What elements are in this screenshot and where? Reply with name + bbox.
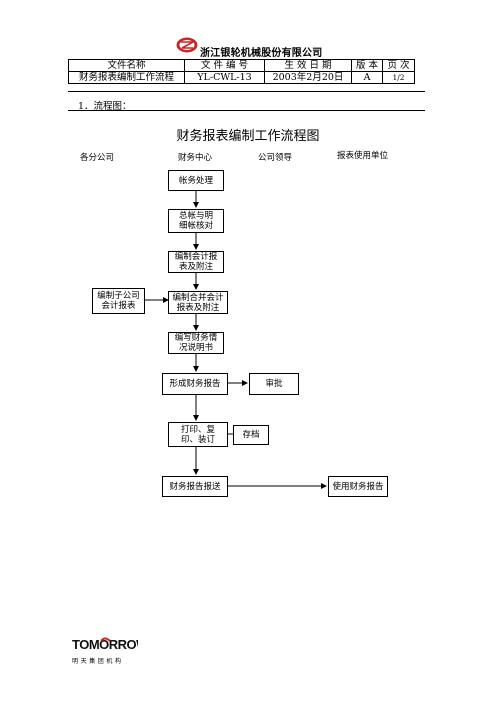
node-form-financial-report: 形成财务报告 (162, 373, 228, 395)
node-label: 表及附注 (178, 262, 213, 272)
footer-logo: TOMORROW 明天集团机构 (72, 636, 150, 665)
node-use-financial-report: 使用财务报告 (328, 476, 388, 497)
footer-brand: TOMORROW (72, 637, 138, 651)
section-label: 1．流程图： (78, 101, 132, 112)
node-submit-financial-report: 财务报告报送 (162, 476, 228, 497)
node-label: 印、装订 (180, 434, 215, 445)
node-prepare-accounting-statements: 编制会计报 表及附注 (168, 251, 224, 273)
section-divider (68, 110, 425, 111)
column-branch-companies: 各分公司 (80, 153, 115, 163)
node-label: 编写财务情 (174, 333, 218, 343)
node-label: 总帐与明 (178, 211, 213, 221)
column-finance-center: 财务中心 (178, 153, 213, 163)
document-header-table: 文件名称 文 件 编 号 生 效 日 期 版 本 页 次 财务报表编制工作流程 … (68, 59, 415, 84)
node-ledger-reconciliation: 总帐与明 细帐核对 (168, 209, 224, 233)
node-label: 使用财务报告 (332, 481, 384, 492)
flowchart-title: 财务报表编制工作流程图 (176, 129, 320, 144)
node-approval: 审批 (249, 373, 299, 395)
node-consolidated-statements: 编制合并会计 报表及附注 (168, 291, 228, 314)
footer-slogan: 明天集团机构 (72, 658, 124, 665)
node-label: 细帐核对 (178, 221, 213, 231)
value-cell: 1/2 (382, 71, 415, 84)
node-label: 编制会计报 (174, 252, 218, 262)
node-label: 会计报表 (101, 301, 136, 311)
company-name: 浙江银轮机械股份有限公司 (200, 48, 323, 59)
node-label: 形成财务报告 (169, 379, 221, 389)
node-account-processing: 帐务处理 (168, 170, 224, 191)
node-label: 审批 (265, 379, 283, 389)
node-print-copy-bind: 打印、复 印、装订 (168, 422, 228, 447)
value-cell: A (351, 71, 383, 84)
node-label: 报表及附注 (176, 302, 220, 313)
node-archive: 存档 (233, 425, 269, 445)
node-label: 编制合并会计 (172, 292, 224, 303)
node-label: 财务报告报送 (169, 481, 221, 492)
node-label: 帐务处理 (178, 175, 213, 186)
value-row: 财务报表编制工作流程 YL-CWL-13 2003年2月20日 A 1/2 (68, 71, 415, 84)
tomorrow-wordmark-icon: TOMORROW (72, 637, 150, 652)
column-report-users: 报表使用单位 (337, 151, 389, 161)
node-subsidiary-statements: 编制子公司 会计报表 (92, 288, 145, 314)
header-divider (68, 91, 425, 92)
node-label: 存档 (242, 430, 260, 440)
column-company-leaders: 公司领导 (258, 153, 293, 163)
node-label: 况说明书 (178, 343, 213, 353)
node-label: 编制子公司 (97, 291, 140, 301)
company-logo-icon (176, 37, 198, 53)
node-financial-situation-report: 编写财务情 况说明书 (168, 332, 224, 354)
swoosh-icon (100, 637, 111, 642)
node-label: 打印、复 (180, 424, 215, 435)
